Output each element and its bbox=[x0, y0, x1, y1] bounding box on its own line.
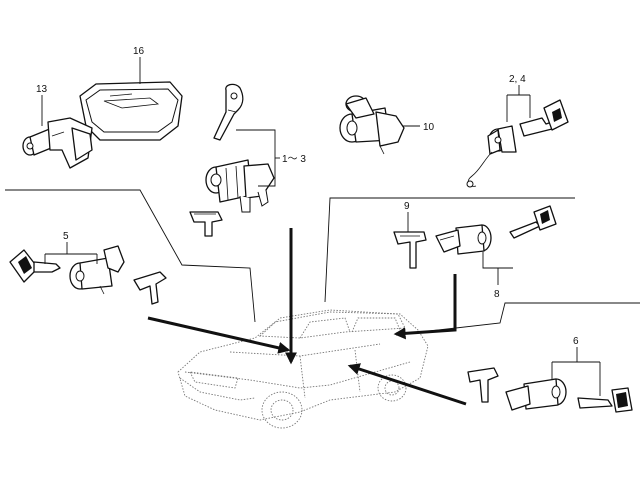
door-retainer-clip-lower-icon bbox=[467, 367, 499, 403]
arrow-from-left-door bbox=[147, 316, 291, 354]
glove-box-lock-icon bbox=[79, 81, 183, 141]
door-key-right-icon bbox=[509, 205, 557, 239]
lock-cylinder-with-wire-icon bbox=[466, 125, 517, 188]
key-icon bbox=[519, 99, 569, 137]
retainer-clip-icon bbox=[393, 231, 427, 269]
vehicle-outline bbox=[177, 309, 429, 429]
callout-9: 9 bbox=[404, 201, 410, 212]
door-key-icon bbox=[9, 249, 61, 283]
callout-13: 13 bbox=[36, 84, 48, 95]
callout-5: 5 bbox=[63, 231, 69, 242]
callout-10: 10 bbox=[423, 122, 435, 133]
arrow-from-right-door bbox=[393, 274, 457, 340]
door-lock-cylinder-lower-icon bbox=[505, 378, 567, 411]
door-lock-cylinder-right-icon bbox=[435, 224, 492, 255]
callout-1-3: 1～ 3 bbox=[282, 154, 306, 165]
door-retainer-clip-icon bbox=[133, 271, 167, 305]
door-lock-cylinder-icon bbox=[69, 245, 125, 295]
door-key-lower-icon bbox=[577, 387, 633, 413]
pointer-arrows bbox=[147, 228, 467, 406]
ignition-retainer-clip-icon bbox=[189, 211, 223, 237]
trunk-lock-icon bbox=[339, 95, 405, 155]
ignition-lock-icon bbox=[205, 159, 275, 213]
callout-16: 16 bbox=[133, 46, 145, 57]
ignition-key-icon bbox=[213, 83, 244, 141]
callout-8: 8 bbox=[494, 289, 500, 300]
glove-box-cylinder-icon bbox=[22, 117, 93, 169]
arrow-from-lower-door bbox=[347, 363, 467, 406]
callout-6: 6 bbox=[573, 336, 579, 347]
callout-leaders bbox=[41, 57, 601, 396]
callout-2-4: 2, 4 bbox=[509, 74, 526, 85]
